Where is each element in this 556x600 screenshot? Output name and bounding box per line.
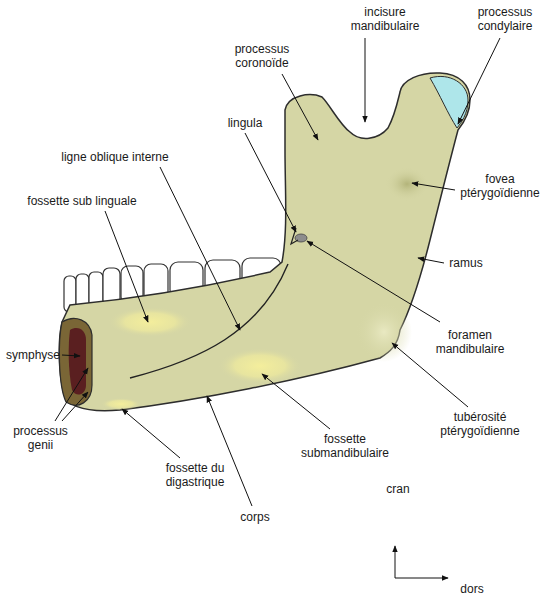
orientation-axes bbox=[395, 546, 448, 578]
anatomy-label: ramus bbox=[436, 256, 496, 270]
condyle-cartilage bbox=[430, 76, 468, 128]
anatomy-label: corps bbox=[230, 510, 280, 524]
anatomy-label: lingula bbox=[215, 116, 275, 130]
anatomy-label: fossette submandibulaire bbox=[290, 432, 400, 460]
anatomy-label: tubérosité ptérygoïdienne bbox=[432, 410, 528, 438]
anatomy-label: processus condylaire bbox=[465, 5, 545, 33]
fossae bbox=[101, 167, 429, 410]
anatomy-label: fossette du digastrique bbox=[149, 461, 241, 489]
axis-label: cran bbox=[378, 482, 418, 496]
mandibular-foramen bbox=[291, 228, 307, 244]
anatomy-label: fossette sub linguale bbox=[7, 194, 157, 208]
leader-lines bbox=[55, 38, 500, 506]
mandible-bone bbox=[59, 73, 470, 411]
anatomy-label: incisure mandibulaire bbox=[343, 5, 428, 33]
anatomy-label: symphyse bbox=[3, 348, 63, 362]
axis-label: dors bbox=[452, 582, 492, 596]
symphysis-section bbox=[59, 318, 92, 405]
oblique-line bbox=[130, 264, 288, 378]
anatomy-label: processus genii bbox=[3, 424, 78, 452]
anatomy-label: foramen mandibulaire bbox=[428, 328, 512, 356]
anatomy-label: processus coronoïde bbox=[222, 42, 302, 70]
anatomy-label: ligne oblique interne bbox=[35, 150, 195, 164]
anatomy-label: fovea ptérygoïdienne bbox=[452, 172, 548, 200]
